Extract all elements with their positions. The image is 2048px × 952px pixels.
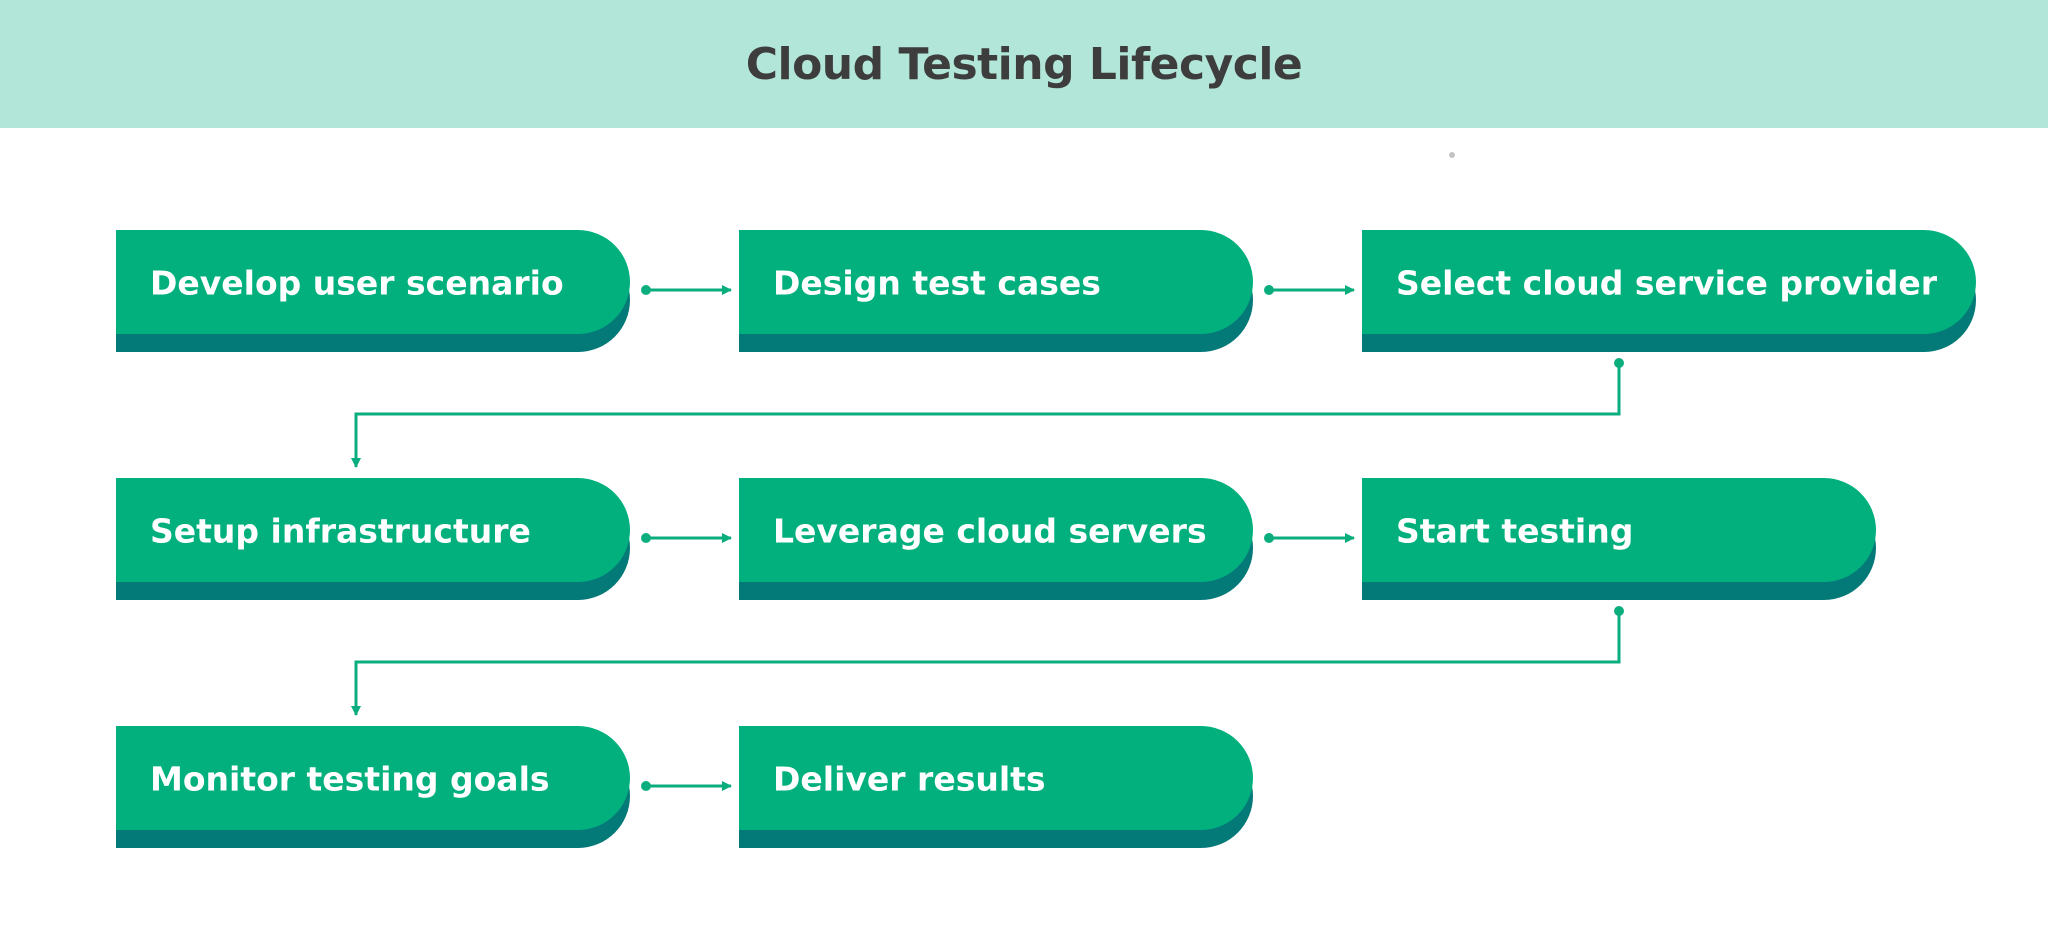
arrow-connector bbox=[1264, 533, 1355, 543]
diagram-title: Cloud Testing Lifecycle bbox=[745, 38, 1303, 90]
step-node: Select cloud service provider bbox=[1362, 230, 1976, 352]
step-box bbox=[116, 478, 630, 582]
step-node: Develop user scenario bbox=[116, 230, 630, 352]
step-node: Deliver results bbox=[739, 726, 1253, 848]
title-bar: Cloud Testing Lifecycle bbox=[0, 0, 2048, 128]
step-node: Start testing bbox=[1362, 478, 1876, 600]
arrow-connector bbox=[641, 781, 732, 791]
step-label: Design test cases bbox=[773, 264, 1101, 303]
step-label: Setup infrastructure bbox=[150, 512, 531, 551]
step-node: Setup infrastructure bbox=[116, 478, 630, 600]
step-box bbox=[739, 230, 1253, 334]
step-box bbox=[116, 726, 630, 830]
step-label: Leverage cloud servers bbox=[773, 512, 1207, 551]
step-label: Develop user scenario bbox=[150, 264, 564, 303]
step-label: Monitor testing goals bbox=[150, 760, 550, 799]
step-label: Start testing bbox=[1396, 512, 1633, 551]
step-label: Deliver results bbox=[773, 760, 1046, 799]
step-box bbox=[739, 478, 1253, 582]
step-box bbox=[1362, 230, 1976, 334]
step-node: Monitor testing goals bbox=[116, 726, 630, 848]
step-node: Leverage cloud servers bbox=[739, 478, 1253, 600]
elbow-connector bbox=[351, 606, 1624, 716]
arrow-connector bbox=[641, 285, 732, 295]
connectors bbox=[351, 285, 1624, 791]
arrow-connector bbox=[1264, 285, 1355, 295]
arrow-connector bbox=[641, 533, 732, 543]
elbow-connector bbox=[351, 358, 1624, 468]
decorative-dot bbox=[1449, 152, 1455, 158]
step-box bbox=[116, 230, 630, 334]
step-box bbox=[739, 726, 1253, 830]
step-node: Design test cases bbox=[739, 230, 1253, 352]
step-label: Select cloud service provider bbox=[1396, 264, 1938, 303]
step-box bbox=[1362, 478, 1876, 582]
